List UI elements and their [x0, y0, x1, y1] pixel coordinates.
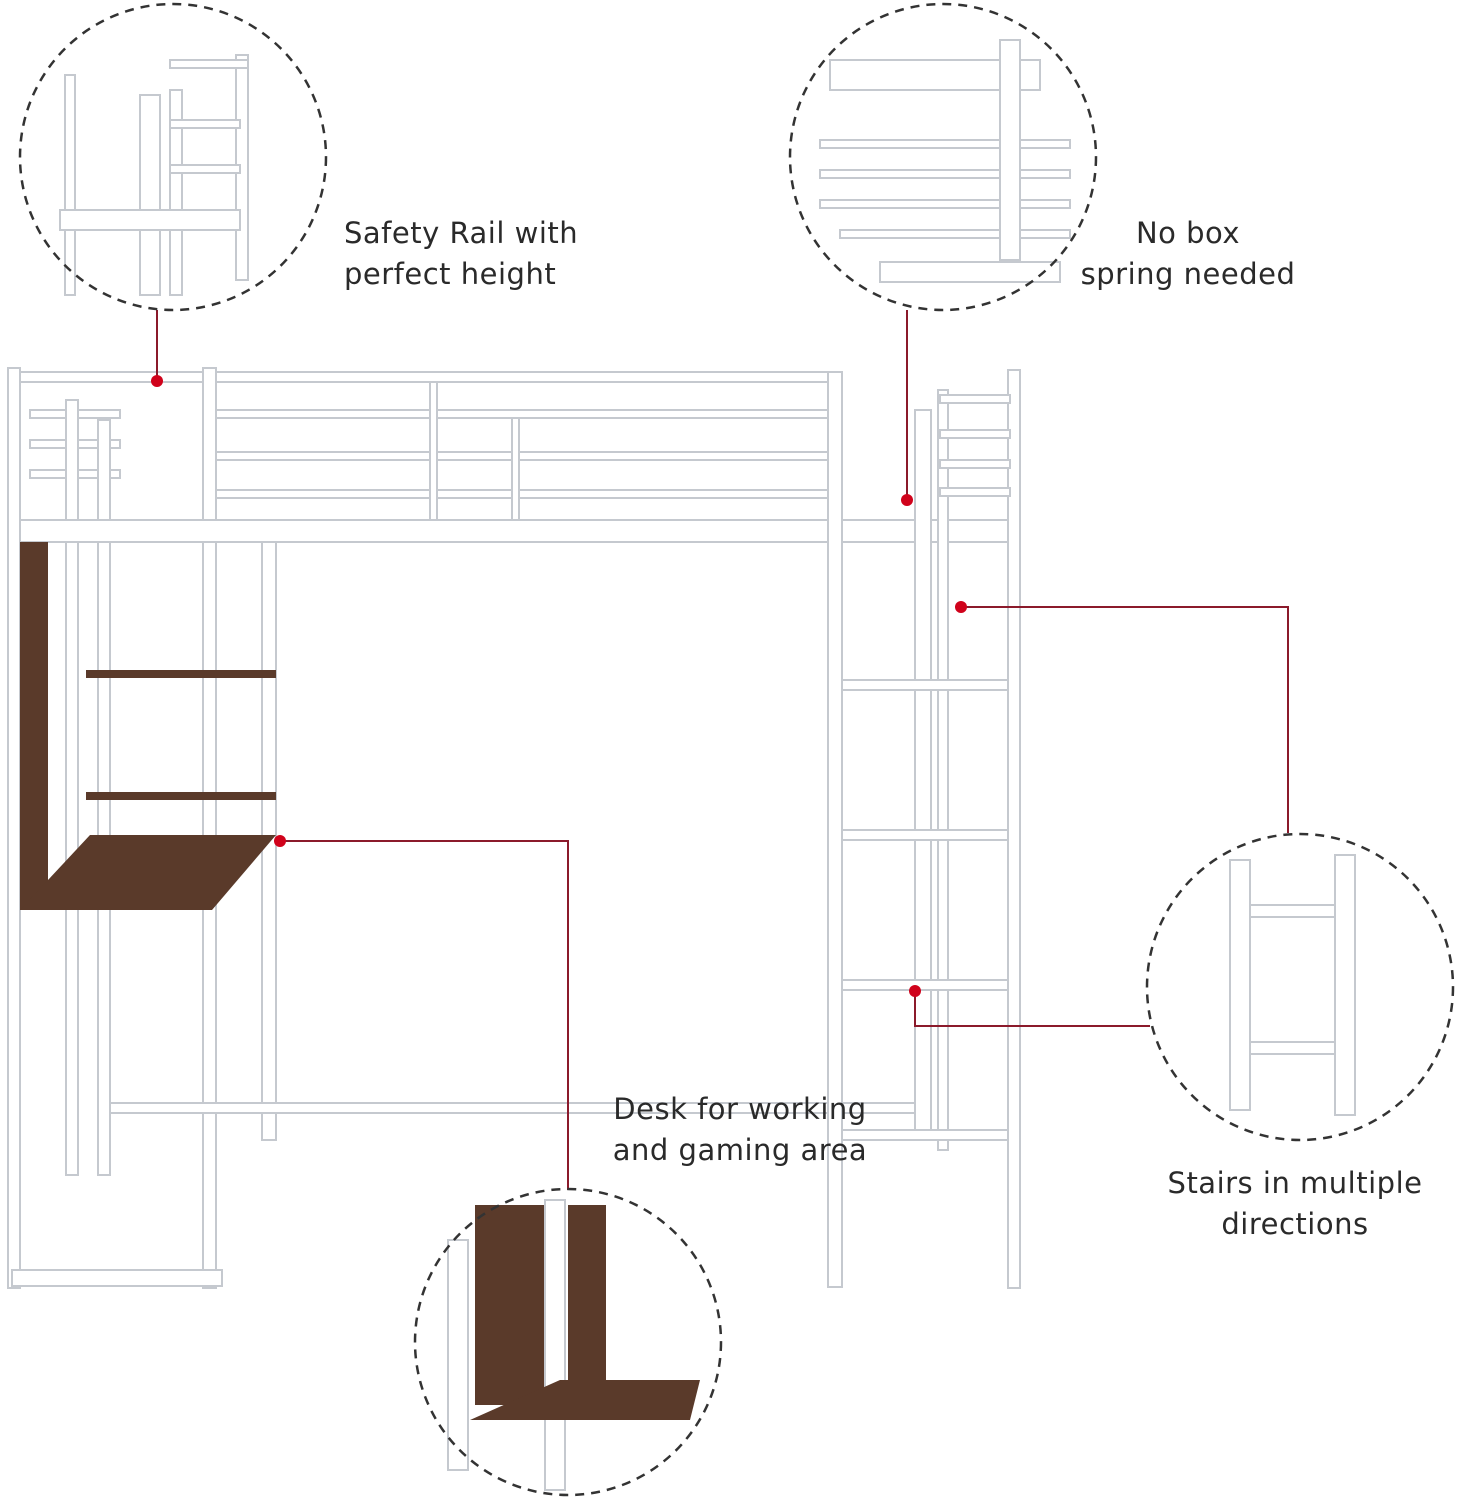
callout-stairs: Stairs in multiple directions	[1150, 1163, 1440, 1245]
callout-box-spring-line2: spring needed	[1080, 257, 1296, 291]
callout-safety-rail-line1: Safety Rail with	[344, 216, 579, 250]
detail-safety-rail	[18, 2, 328, 312]
leader-lines	[156, 310, 1289, 1190]
detail-ladder	[1145, 832, 1455, 1142]
detail-desk	[413, 1187, 723, 1497]
callout-box-spring: No box spring needed	[1060, 213, 1316, 295]
callout-desk-line2: and gaming area	[612, 1133, 868, 1167]
callout-safety-rail: Safety Rail with perfect height	[344, 213, 578, 295]
callout-desk-line1: Desk for working	[613, 1092, 867, 1126]
callout-stairs-line1: Stairs in multiple	[1167, 1166, 1423, 1200]
callout-box-spring-line1: No box	[1135, 216, 1241, 250]
callout-stairs-line2: directions	[1221, 1207, 1369, 1241]
detail-slats	[788, 2, 1098, 312]
bed-frame	[7, 367, 1021, 1289]
callout-safety-rail-line2: perfect height	[344, 257, 557, 291]
callout-desk: Desk for working and gaming area	[600, 1089, 880, 1171]
callout-dots	[151, 375, 967, 997]
